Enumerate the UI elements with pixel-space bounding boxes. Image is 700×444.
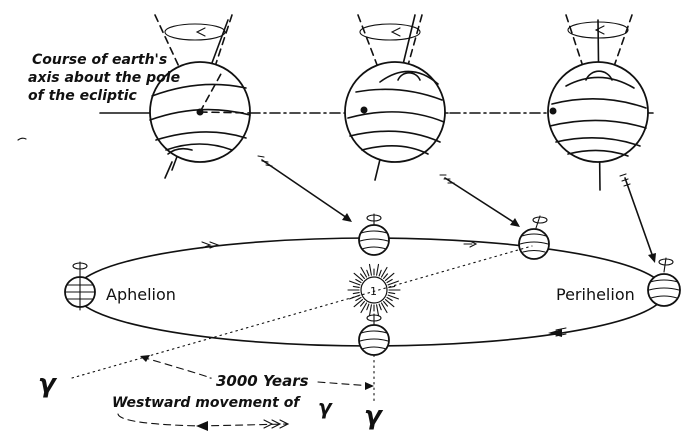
sun-ray [366, 269, 370, 277]
small-globe-spring [518, 215, 550, 260]
sun-ray [380, 266, 388, 278]
small-globe-bottom [358, 313, 390, 356]
years-label: 3000 Years [216, 372, 309, 390]
axis-course-label-1: Course of earth's [32, 52, 167, 68]
sun-ray [376, 304, 380, 317]
aphelion-label: Aphelion [106, 285, 176, 304]
westward-label: Westward movement of [112, 395, 301, 411]
sun-ray [353, 272, 364, 281]
sun-ray [360, 266, 368, 278]
sun-ray [383, 300, 389, 307]
axis-course-label-3: of the ecliptic [28, 88, 138, 104]
westward-aries-symbol: γ [318, 395, 333, 419]
sun-ray [355, 296, 362, 302]
sun-ray [387, 294, 399, 300]
years-span [140, 355, 374, 390]
stray-mark [17, 137, 27, 141]
sun-ray [376, 263, 380, 276]
sun-ray [386, 278, 393, 284]
large-globe-left [149, 14, 251, 179]
westward-arrow [117, 413, 290, 431]
sun-ray [386, 296, 393, 302]
sun: 1 [347, 263, 401, 317]
sun-ray [378, 303, 382, 311]
equinox-line [71, 245, 533, 379]
sun-ray [359, 300, 365, 307]
perihelion-label: Perihelion [556, 285, 635, 304]
sun-ray [378, 269, 382, 277]
sun-ray [368, 263, 372, 276]
sun-ray [384, 272, 395, 281]
sun-ray [368, 304, 372, 317]
sun-ray [387, 280, 399, 286]
pointer-arrows [257, 155, 656, 263]
small-globe-aphelion [64, 261, 96, 311]
aries-symbol-left: γ [38, 369, 58, 399]
sun-ray [355, 278, 362, 284]
large-globe-middle [344, 14, 446, 181]
small-globe-top [358, 213, 390, 256]
aries-symbol-bottom: γ [364, 401, 384, 431]
sun-ray [352, 292, 360, 295]
sun-ray [353, 299, 364, 308]
sun-ray [352, 285, 360, 288]
sun-ray [349, 280, 361, 286]
orbit-direction-arrows [201, 240, 567, 337]
sun-ray [383, 273, 389, 280]
sun-ray [388, 292, 396, 295]
sun-ray [380, 302, 388, 314]
axis-course-label-2: axis about the pole [28, 70, 180, 86]
sun-ray [384, 299, 395, 308]
sun-ray [366, 303, 370, 311]
sun-ray [359, 273, 365, 280]
small-globe-perihelion [647, 257, 681, 307]
large-globe-right [547, 14, 649, 191]
sun-ray [360, 302, 368, 314]
